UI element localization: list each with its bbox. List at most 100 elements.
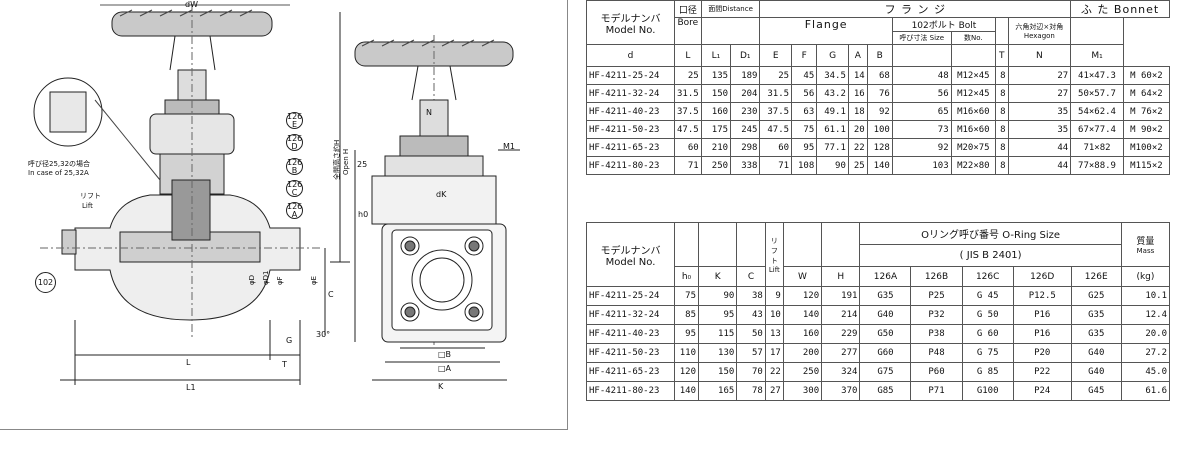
dim-de-label: φE [310,275,318,285]
value-cell: 130 [697,343,738,363]
value-cell: 27 [1007,84,1072,103]
value-cell: 61.6 [1120,381,1171,401]
value-cell: G35 [1070,324,1122,344]
model-cell: HF-4211-50-23 [586,343,675,363]
flange-header-en: Flange [759,17,893,45]
value-cell: 300 [782,381,823,401]
model-cell: HF-4211-25-24 [586,66,675,85]
value-cell: 75 [674,286,699,306]
value-cell: 43 [736,305,766,325]
col-label: 126C [961,266,1014,287]
value-cell: 8 [995,84,1009,103]
value-cell: 100 [866,120,893,139]
value-cell: 90 [697,286,738,306]
note-jp-label: 呼び径25,32の場合 [28,160,91,168]
value-cell: 189 [730,66,761,85]
bubble-126e: 126 E [286,112,303,129]
value-cell: 25 [674,66,702,85]
t-blank [995,17,1009,45]
value-cell: 140 [866,156,893,175]
col-label: W [782,266,823,287]
value-cell: 8 [995,66,1009,85]
lift-en-label: Lift [82,202,93,210]
value-cell: 14 [847,66,868,85]
value-cell: 20.0 [1120,324,1171,344]
value-cell: P12.5 [1012,286,1072,306]
value-cell: 44 [1007,138,1072,157]
value-cell: 71×82 [1070,138,1124,157]
value-cell: 78 [736,381,766,401]
value-cell: 165 [697,381,738,401]
value-cell: P20 [1012,343,1072,363]
model-cell: HF-4211-80-23 [586,156,675,175]
dimensions-table: モデルナンバ Model No. 口径 面間Distance フ ラ ン ジ ふ… [586,0,1171,175]
value-cell: G60 [859,343,912,363]
value-cell: 71 [674,156,702,175]
value-cell: 324 [821,362,861,382]
bubble-126b: 126 B [286,158,303,175]
oring-header: Oリング呼び番号 O-Ring Size [859,222,1122,245]
value-cell: 35 [1007,120,1072,139]
h0-blank [674,222,699,267]
value-cell: 8 [995,120,1009,139]
value-cell: 56 [891,84,952,103]
dim-l-label: L [186,358,191,367]
open-h-jp-label: 全開高さ約H [333,139,341,180]
valve-drawing-panel: dW N M1 dK 25 h0 C G T L L1 □B □A K 30° … [0,0,568,430]
value-cell: 37.5 [759,102,793,121]
value-cell: 370 [821,381,861,401]
model-cell: HF-4211-50-23 [586,120,675,139]
value-cell: 13 [764,324,784,344]
value-cell: 48 [891,66,952,85]
value-cell: 65 [891,102,952,121]
value-cell: 135 [700,66,732,85]
value-cell: 230 [730,102,761,121]
value-cell: 214 [821,305,861,325]
col-label: h₀ [674,266,699,287]
value-cell: 27 [764,381,784,401]
bolt-no-header: 数No. [950,31,997,45]
distance-blank [700,17,761,45]
value-cell: 22 [764,362,784,382]
bubble-126a: 126 A [286,202,303,219]
dim-dw-label: dW [185,0,198,9]
value-cell: 92 [866,102,893,121]
value-cell: 50 [736,324,766,344]
bolt-size-header: 呼び寸法 Size [891,31,952,45]
model-cell: HF-4211-40-23 [586,102,675,121]
value-cell: 250 [782,362,823,382]
value-cell: 41×47.3 [1070,66,1124,85]
col-label: F [791,44,818,67]
bore-header-en: Bore [674,17,702,45]
value-cell: M16×60 [950,120,997,139]
value-cell: G 60 [961,324,1014,344]
col-label: K [697,266,738,287]
value-cell: 31.5 [674,84,702,103]
value-cell: 57 [736,343,766,363]
h-blank [821,222,861,267]
value-cell: 43.2 [816,84,849,103]
value-cell: 18 [847,102,868,121]
value-cell: 95 [697,305,738,325]
value-cell: 27.2 [1120,343,1171,363]
value-cell: 120 [782,286,823,306]
dim-h0-label: h0 [358,210,369,219]
bubble-126d: 126 D [286,134,303,151]
col-label: C [736,266,766,287]
value-cell: 191 [821,286,861,306]
lift-jp-label: リフト [80,192,101,200]
dim-dd1-label: φD1 [262,270,270,285]
value-cell: 229 [821,324,861,344]
model-cell: HF-4211-25-24 [586,286,675,306]
model-cell: HF-4211-32-24 [586,84,675,103]
value-cell: P22 [1012,362,1072,382]
value-cell: G 50 [961,305,1014,325]
value-cell: 210 [700,138,732,157]
value-cell: 8 [995,156,1009,175]
bolt-size-col [891,44,952,67]
value-cell: M115×2 [1122,156,1171,175]
